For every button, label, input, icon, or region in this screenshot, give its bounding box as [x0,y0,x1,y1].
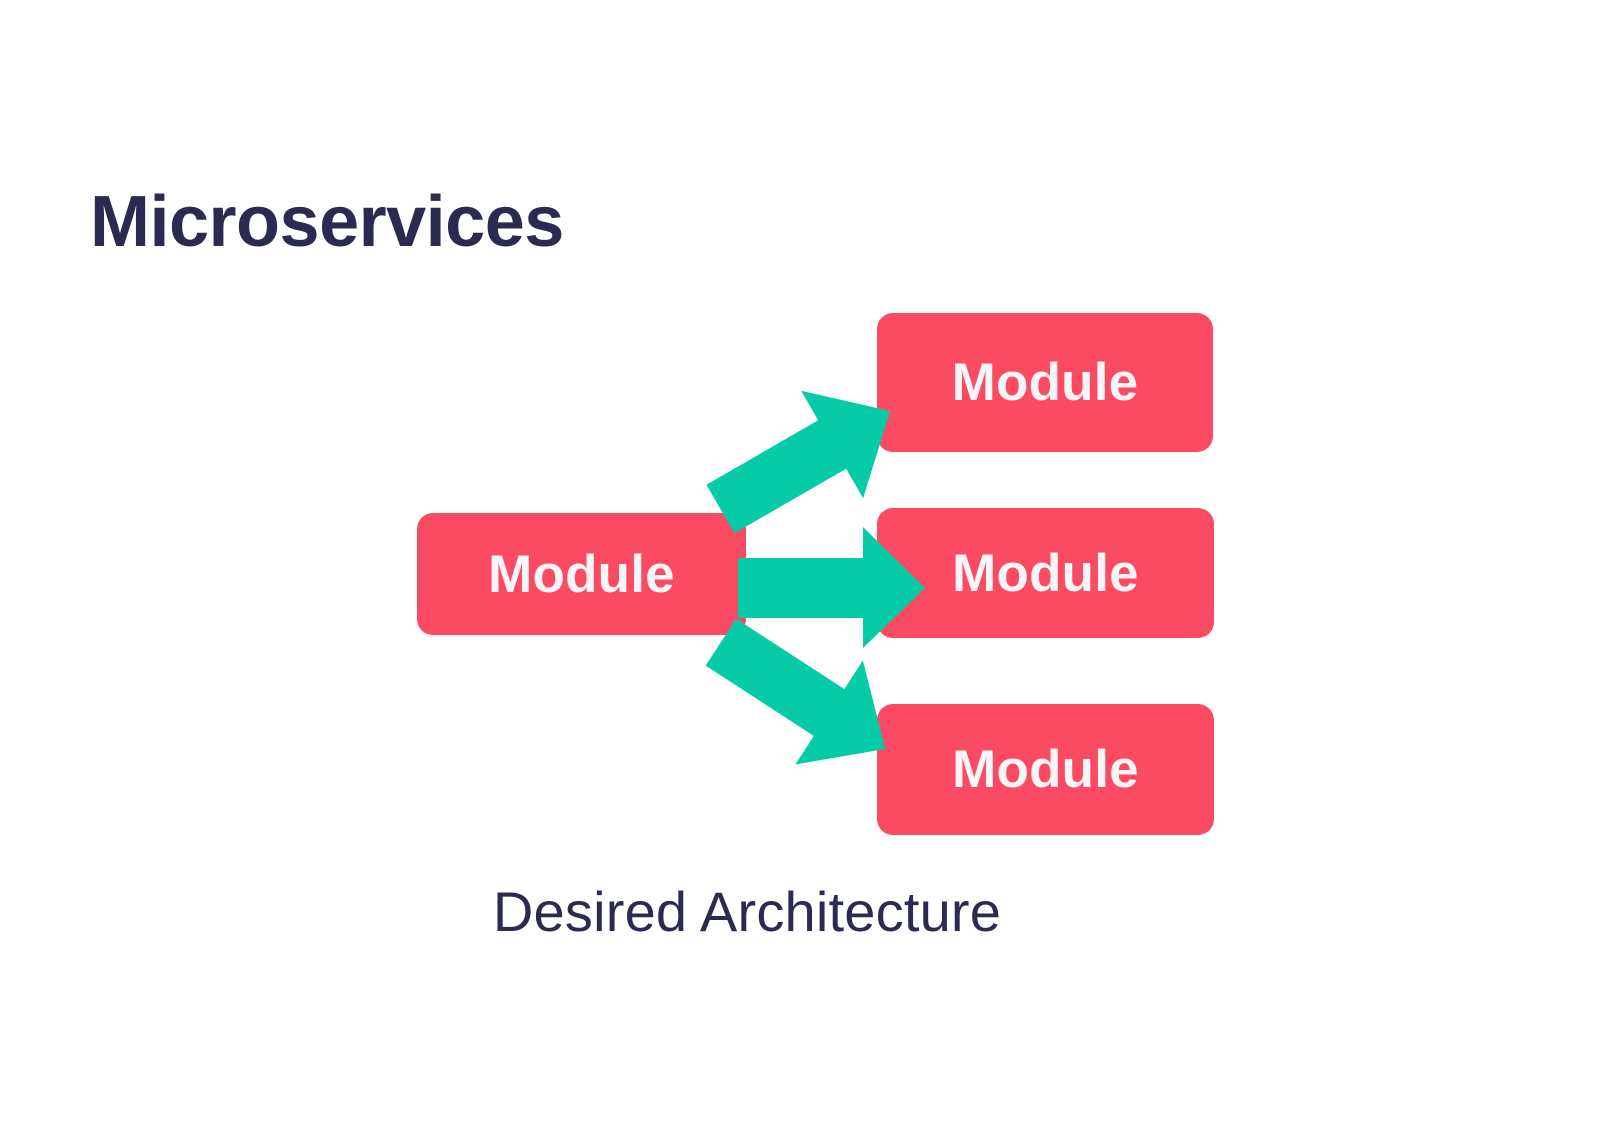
page-title: Microservices [90,182,564,262]
diagram-caption: Desired Architecture [492,880,1002,943]
arrow-right-shape[interactable] [738,527,925,648]
arrow-down-right-shape[interactable] [687,590,919,801]
module-label: Module [488,544,675,604]
module-box-source[interactable]: Module [417,513,746,635]
module-box-target-1[interactable]: Module [877,313,1213,452]
module-label: Module [951,353,1139,412]
arrow-up-right-shape[interactable] [689,357,921,562]
arrow-up-right-icon[interactable] [689,357,921,562]
module-box-target-3[interactable]: Module [877,704,1214,835]
arrow-right-icon[interactable] [738,527,925,648]
module-label: Module [952,543,1139,603]
module-box-target-2[interactable]: Module [877,508,1214,638]
arrow-down-right-icon[interactable] [687,590,919,801]
module-label: Module [952,740,1139,799]
